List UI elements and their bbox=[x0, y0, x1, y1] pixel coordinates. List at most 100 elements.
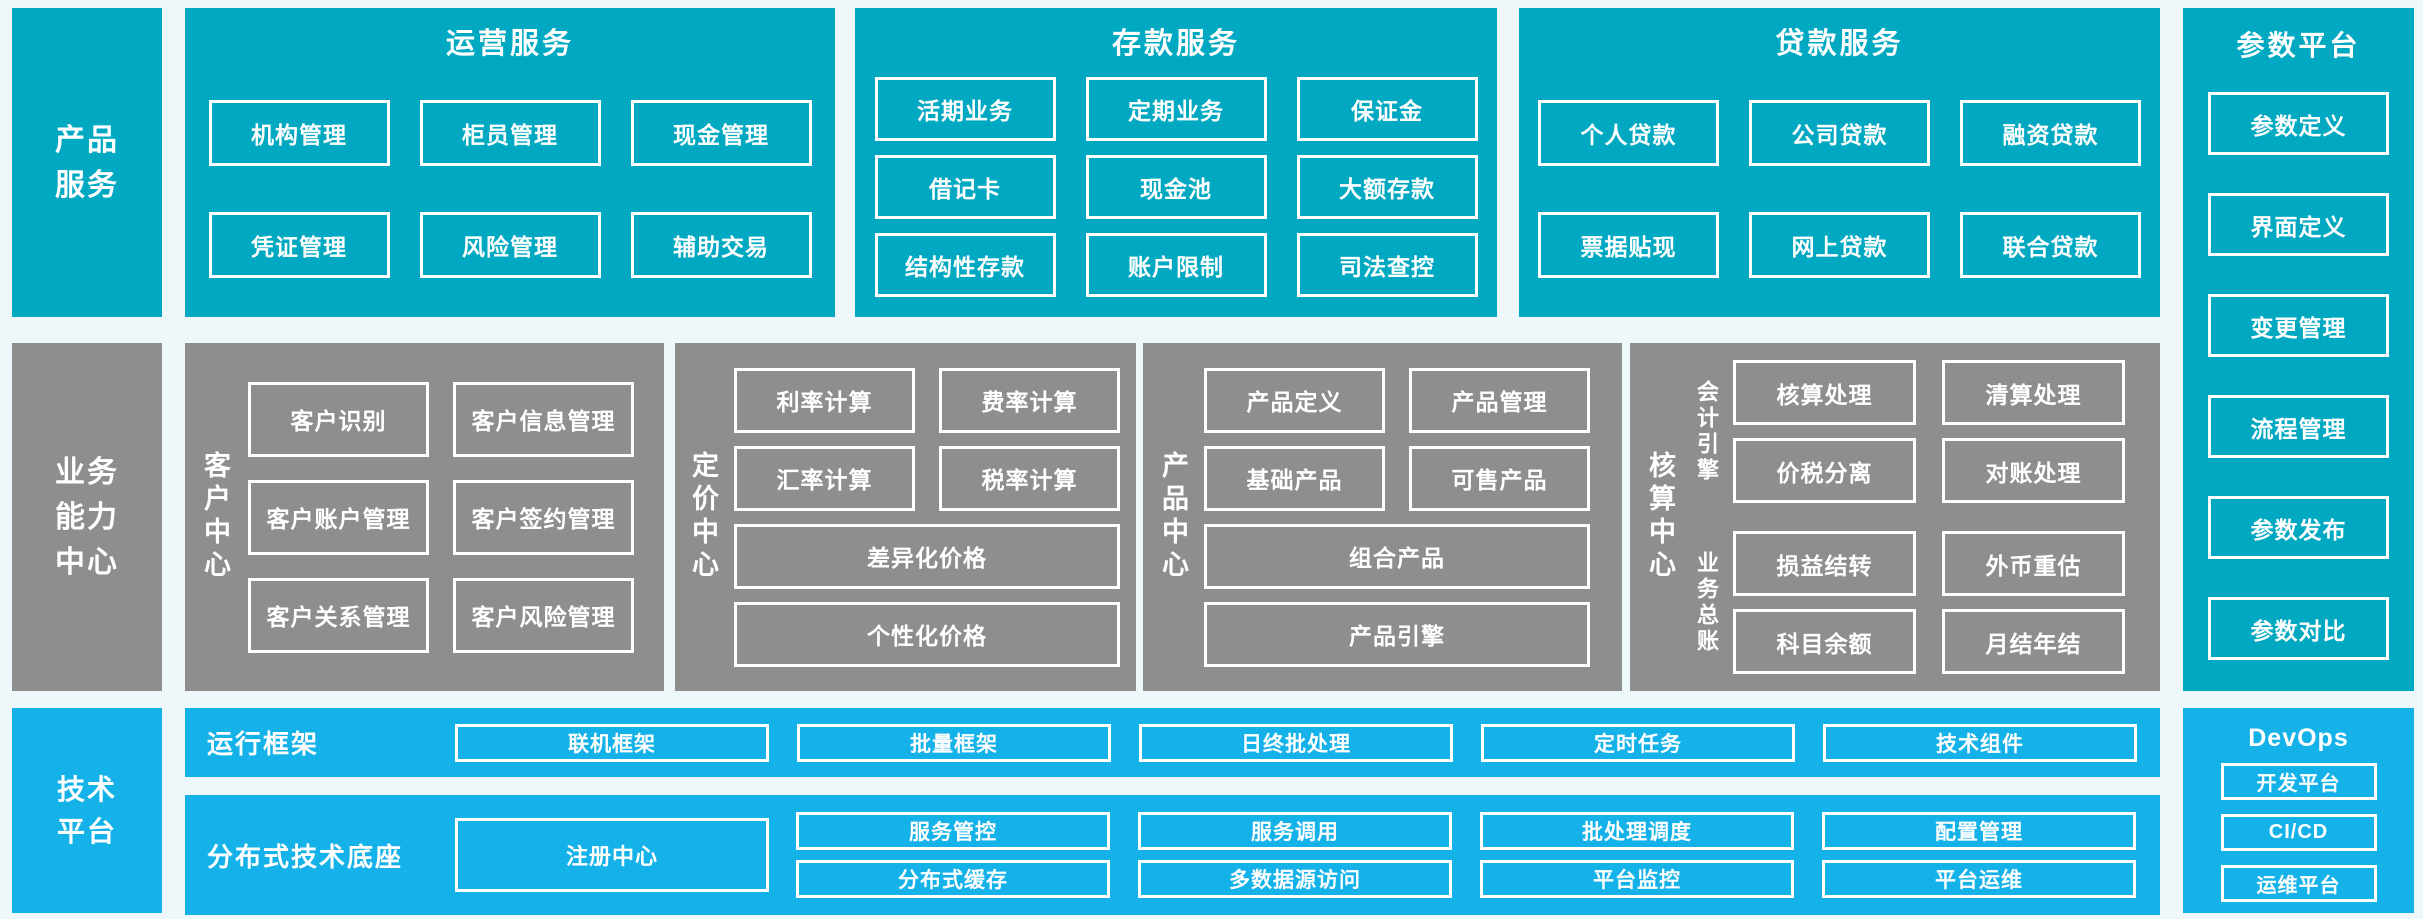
distributed-box: 服务管控 bbox=[796, 812, 1110, 850]
devops-panel: DevOps 开发平台 CI/CD 运维平台 bbox=[2183, 708, 2414, 913]
product-box: 产品管理 bbox=[1409, 367, 1590, 433]
operations-box: 凭证管理 bbox=[208, 212, 390, 278]
product-box-wide: 产品引擎 bbox=[1204, 601, 1590, 667]
accounting-groups: 会计引擎 核算处理 清算处理 价税分离 对账处理 业务总账 损益结转 外币重估 … bbox=[1694, 360, 2125, 674]
operations-box: 现金管理 bbox=[630, 100, 812, 166]
loans-box: 公司贷款 bbox=[1749, 100, 1930, 166]
accounting-box: 科目余额 bbox=[1733, 609, 1916, 674]
deposits-box: 结构性存款 bbox=[874, 233, 1056, 297]
capability-rail: 业务 能力 中心 bbox=[12, 343, 162, 691]
deposits-box: 司法查控 bbox=[1296, 233, 1478, 297]
runtime-boxes: 联机框架 批量框架 日终批处理 定时任务 技术组件 bbox=[455, 708, 2137, 777]
devops-items: 开发平台 CI/CD 运维平台 bbox=[2220, 763, 2377, 902]
deposits-box: 大额存款 bbox=[1296, 155, 1478, 219]
pricing-center-grid: 利率计算 费率计算 汇率计算 税率计算 差异化价格 个性化价格 bbox=[734, 367, 1120, 667]
param-platform-title: 参数平台 bbox=[2236, 30, 2361, 61]
accounting-engine-grid: 核算处理 清算处理 价税分离 对账处理 bbox=[1733, 360, 2125, 503]
deposits-title: 存款服务 bbox=[1111, 28, 1240, 60]
operations-box: 柜员管理 bbox=[419, 100, 601, 166]
runtime-box: 定时任务 bbox=[1481, 723, 1795, 762]
deposits-panel: 存款服务 活期业务 定期业务 保证金 借记卡 现金池 大额存款 结构性存款 账户… bbox=[855, 8, 1497, 317]
accounting-box: 对账处理 bbox=[1942, 438, 2125, 503]
customer-box: 客户信息管理 bbox=[453, 381, 634, 457]
distributed-box: 平台监控 bbox=[1480, 860, 1794, 898]
devops-box: 开发平台 bbox=[2220, 763, 2377, 800]
accounting-center-label: 核算中心 bbox=[1645, 451, 1675, 583]
pricing-box: 费率计算 bbox=[939, 367, 1120, 433]
product-center-grid: 产品定义 产品管理 基础产品 可售产品 组合产品 产品引擎 bbox=[1204, 367, 1590, 667]
operations-box: 机构管理 bbox=[208, 100, 390, 166]
distributed-box: 批处理调度 bbox=[1480, 812, 1794, 850]
customer-box: 客户风险管理 bbox=[453, 577, 634, 653]
loans-box: 个人贷款 bbox=[1538, 100, 1719, 166]
product-services-rail: 产品 服务 bbox=[12, 8, 162, 317]
runtime-box: 技术组件 bbox=[1823, 723, 2137, 762]
param-platform-panel: 参数平台 参数定义 界面定义 变更管理 流程管理 参数发布 参数对比 bbox=[2183, 8, 2414, 691]
param-box: 流程管理 bbox=[2208, 395, 2389, 458]
product-box: 基础产品 bbox=[1204, 445, 1385, 511]
business-ledger-group: 业务总账 损益结转 外币重估 科目余额 月结年结 bbox=[1694, 531, 2125, 674]
distributed-box: 平台运维 bbox=[1822, 860, 2136, 898]
customer-center-panel: 客户中心 客户识别 客户信息管理 客户账户管理 客户签约管理 客户关系管理 客户… bbox=[185, 343, 664, 691]
loans-grid: 个人贷款 公司贷款 融资贷款 票据贴现 网上贷款 联合贷款 bbox=[1538, 100, 2141, 278]
distributed-base-band: 分布式技术底座 注册中心 服务管控 服务调用 批处理调度 配置管理 分布式缓存 … bbox=[185, 795, 2160, 915]
accounting-engine-label: 会计引擎 bbox=[1694, 379, 1719, 484]
accounting-box: 价税分离 bbox=[1733, 438, 1916, 503]
deposits-box: 借记卡 bbox=[874, 155, 1056, 219]
accounting-box: 损益结转 bbox=[1733, 531, 1916, 596]
accounting-box: 外币重估 bbox=[1942, 531, 2125, 596]
loans-box: 票据贴现 bbox=[1538, 212, 1719, 278]
pricing-center-panel: 定价中心 利率计算 费率计算 汇率计算 税率计算 差异化价格 个性化价格 bbox=[675, 343, 1136, 691]
distributed-box: 服务调用 bbox=[1138, 812, 1452, 850]
param-box: 界面定义 bbox=[2208, 193, 2389, 256]
distributed-box: 多数据源访问 bbox=[1138, 860, 1452, 898]
runtime-box: 批量框架 bbox=[797, 723, 1111, 762]
deposits-box: 定期业务 bbox=[1085, 77, 1267, 141]
pricing-box-wide: 个性化价格 bbox=[734, 601, 1120, 667]
customer-center-grid: 客户识别 客户信息管理 客户账户管理 客户签约管理 客户关系管理 客户风险管理 bbox=[248, 381, 634, 653]
runtime-box: 联机框架 bbox=[455, 723, 769, 762]
customer-center-label: 客户中心 bbox=[200, 451, 230, 583]
deposits-box: 现金池 bbox=[1085, 155, 1267, 219]
distributed-grid: 服务管控 服务调用 批处理调度 配置管理 分布式缓存 多数据源访问 平台监控 平… bbox=[796, 812, 2136, 898]
deposits-box: 账户限制 bbox=[1085, 233, 1267, 297]
loans-title: 贷款服务 bbox=[1775, 28, 1904, 60]
product-center-panel: 产品中心 产品定义 产品管理 基础产品 可售产品 组合产品 产品引擎 bbox=[1143, 343, 1622, 691]
param-platform-items: 参数定义 界面定义 变更管理 流程管理 参数发布 参数对比 bbox=[2208, 92, 2389, 660]
deposits-box: 活期业务 bbox=[874, 77, 1056, 141]
accounting-engine-group: 会计引擎 核算处理 清算处理 价税分离 对账处理 bbox=[1694, 360, 2125, 503]
param-box: 变更管理 bbox=[2208, 294, 2389, 357]
distributed-base-label: 分布式技术底座 bbox=[207, 841, 404, 872]
operations-box: 风险管理 bbox=[419, 212, 601, 278]
registry-center-box: 注册中心 bbox=[455, 818, 769, 892]
deposits-box: 保证金 bbox=[1296, 77, 1478, 141]
operations-panel: 运营服务 机构管理 柜员管理 现金管理 凭证管理 风险管理 辅助交易 bbox=[185, 8, 835, 317]
operations-grid: 机构管理 柜员管理 现金管理 凭证管理 风险管理 辅助交易 bbox=[208, 100, 812, 278]
customer-box: 客户账户管理 bbox=[248, 479, 429, 555]
tech-platform-rail: 技术 平台 bbox=[12, 708, 162, 913]
product-box: 产品定义 bbox=[1204, 367, 1385, 433]
runtime-framework-label: 运行框架 bbox=[207, 729, 320, 759]
pricing-box: 汇率计算 bbox=[734, 445, 915, 511]
runtime-framework-band: 运行框架 联机框架 批量框架 日终批处理 定时任务 技术组件 bbox=[185, 708, 2160, 777]
customer-box: 客户关系管理 bbox=[248, 577, 429, 653]
param-box: 参数对比 bbox=[2208, 597, 2389, 660]
param-box: 参数定义 bbox=[2208, 92, 2389, 155]
accounting-box: 核算处理 bbox=[1733, 360, 1916, 425]
operations-box: 辅助交易 bbox=[630, 212, 812, 278]
distributed-box: 配置管理 bbox=[1822, 812, 2136, 850]
devops-box: CI/CD bbox=[2220, 814, 2377, 851]
loans-box: 融资贷款 bbox=[1960, 100, 2141, 166]
customer-box: 客户签约管理 bbox=[453, 479, 634, 555]
business-ledger-label: 业务总账 bbox=[1694, 550, 1719, 655]
deposits-grid: 活期业务 定期业务 保证金 借记卡 现金池 大额存款 结构性存款 账户限制 司法… bbox=[874, 77, 1478, 297]
product-box: 可售产品 bbox=[1409, 445, 1590, 511]
param-box: 参数发布 bbox=[2208, 496, 2389, 559]
devops-box: 运维平台 bbox=[2220, 865, 2377, 902]
pricing-box: 利率计算 bbox=[734, 367, 915, 433]
accounting-center-panel: 核算中心 会计引擎 核算处理 清算处理 价税分离 对账处理 业务总账 损益结转 … bbox=[1630, 343, 2160, 691]
pricing-center-label: 定价中心 bbox=[688, 451, 718, 583]
pricing-box-wide: 差异化价格 bbox=[734, 523, 1120, 589]
product-box-wide: 组合产品 bbox=[1204, 523, 1590, 589]
